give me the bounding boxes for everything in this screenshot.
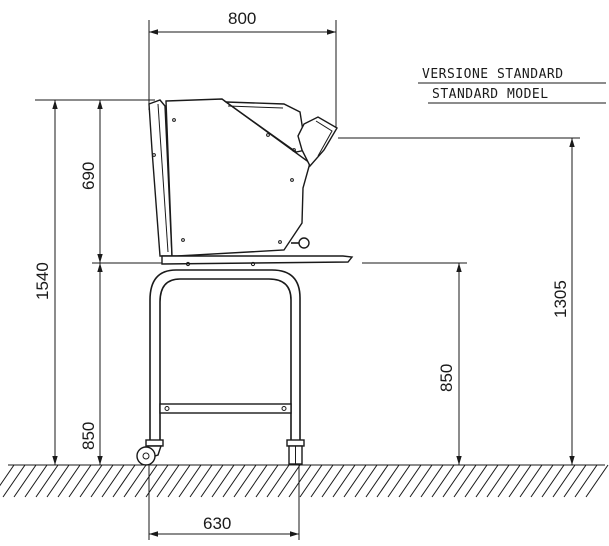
dim-label-850-right: 850 — [437, 364, 456, 392]
title-line-2: STANDARD MODEL — [432, 87, 549, 102]
hatch-line — [112, 464, 136, 498]
hatch-line — [2, 464, 26, 498]
hatch-line — [123, 464, 147, 498]
hatch-line — [299, 464, 323, 498]
dimension-lower-height-left: 850 — [79, 263, 103, 465]
ground-hatch — [0, 464, 609, 498]
dim-label-800: 800 — [228, 9, 256, 28]
dimension-base-width: 630 — [148, 460, 300, 540]
hatch-line — [343, 464, 367, 498]
hatch-line — [145, 464, 169, 498]
hatch-line — [552, 464, 576, 498]
hatch-line — [255, 464, 279, 498]
dimension-total-height: 1540 — [33, 99, 155, 465]
hatch-line — [189, 464, 213, 498]
hatch-line — [585, 464, 609, 498]
hatch-line — [486, 464, 510, 498]
hatch-line — [354, 464, 378, 498]
hatch-line — [332, 464, 356, 498]
hatch-line — [244, 464, 268, 498]
hatch-line — [464, 464, 488, 498]
hatch-line — [321, 464, 345, 498]
dim-label-850-left: 850 — [79, 422, 98, 450]
hatch-line — [442, 464, 466, 498]
hatch-line — [574, 464, 598, 498]
hatch-line — [156, 464, 180, 498]
hatch-line — [266, 464, 290, 498]
title-line-1: VERSIONE STANDARD — [422, 67, 564, 82]
stand-frame — [149, 269, 301, 444]
hatch-line — [563, 464, 587, 498]
hatch-line — [497, 464, 521, 498]
hatch-line — [101, 464, 125, 498]
hatch-line — [387, 464, 411, 498]
hatch-line — [178, 464, 202, 498]
hatch-line — [453, 464, 477, 498]
hatch-line — [200, 464, 224, 498]
dimension-table-height: 850 — [362, 262, 475, 466]
hatch-line — [24, 464, 48, 498]
hatch-line — [46, 464, 70, 498]
hatch-line — [541, 464, 565, 498]
hatch-line — [398, 464, 422, 498]
dim-label-1305: 1305 — [551, 280, 570, 318]
hatch-line — [376, 464, 400, 498]
hatch-line — [420, 464, 444, 498]
hatch-line — [222, 464, 246, 498]
hatch-line — [211, 464, 235, 498]
hatch-line — [530, 464, 554, 498]
caster-left — [136, 439, 164, 466]
dim-label-1540: 1540 — [33, 262, 52, 300]
dim-label-690: 690 — [79, 162, 98, 190]
dimension-overall-width: 800 — [148, 9, 337, 128]
caster-right — [286, 439, 305, 465]
hatch-line — [13, 464, 37, 498]
hatch-line — [409, 464, 433, 498]
hatch-line — [68, 464, 92, 498]
hatch-line — [233, 464, 257, 498]
hatch-line — [508, 464, 532, 498]
hatch-line — [310, 464, 334, 498]
hatch-line — [35, 464, 59, 498]
hatch-line — [365, 464, 389, 498]
hatch-line — [0, 464, 15, 487]
dimension-outlet-height: 1305 — [338, 137, 585, 466]
hatch-line — [79, 464, 103, 498]
hatch-line — [288, 464, 312, 498]
hatch-line — [277, 464, 301, 498]
hatch-line — [519, 464, 543, 498]
hatch-line — [167, 464, 191, 498]
title-block: VERSIONE STANDARD STANDARD MODEL — [418, 67, 606, 104]
hatch-line — [57, 464, 81, 498]
hatch-line — [134, 464, 158, 498]
machine-table — [161, 255, 354, 267]
hatch-line — [475, 464, 499, 498]
dim-label-630: 630 — [203, 514, 231, 533]
hatch-line — [90, 464, 114, 498]
machine-body — [148, 98, 338, 257]
hatch-line — [431, 464, 455, 498]
